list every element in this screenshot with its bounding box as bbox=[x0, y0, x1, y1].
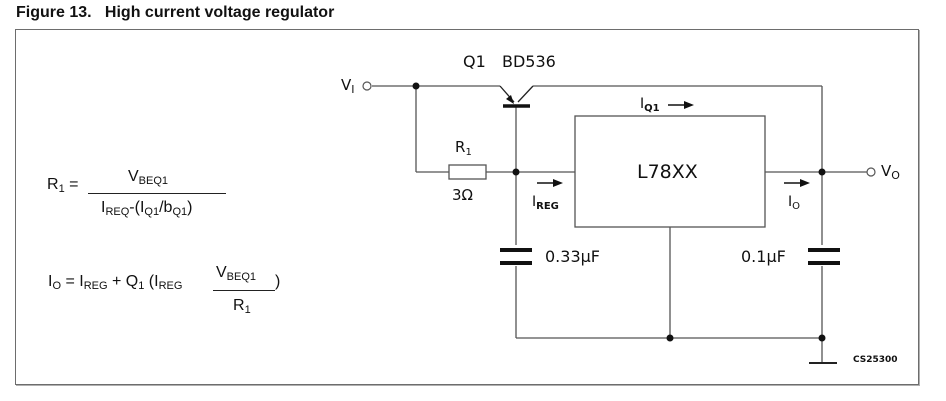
junction-dot bbox=[412, 82, 420, 90]
figure-code: CS25300 bbox=[853, 355, 898, 365]
ireg-subscript: REG bbox=[83, 280, 108, 292]
equation-io-numerator: VBEQ1 bbox=[216, 264, 256, 283]
denom-part: -(I bbox=[129, 199, 145, 216]
equation-io-denominator: R1 bbox=[233, 297, 251, 316]
denom-sub: REQ bbox=[105, 206, 130, 218]
r1-subscript: 1 bbox=[58, 183, 65, 195]
regulator-label: L78XX bbox=[637, 161, 698, 183]
eq-term: + Q bbox=[107, 273, 139, 290]
ireg-label: IREG bbox=[532, 194, 559, 212]
equation-r1-denominator: IREQ-(IQ1/bQ1) bbox=[101, 199, 192, 218]
capacitor-in bbox=[500, 248, 532, 265]
numerator-symbol: V bbox=[216, 264, 227, 281]
equation-io: IO = IREG + Q1 (IREG bbox=[48, 273, 182, 292]
numerator-subscript: BEQ1 bbox=[226, 271, 257, 283]
iq1-label: IQ1 bbox=[640, 96, 660, 114]
equals-sign: = bbox=[64, 176, 79, 193]
eq-term: = I bbox=[61, 273, 84, 290]
transistor-part: BD536 bbox=[502, 52, 556, 71]
resistor-value: 3Ω bbox=[452, 186, 473, 204]
eq-term: (I bbox=[144, 273, 159, 290]
junction-dot bbox=[818, 168, 826, 176]
arrow-iq1 bbox=[668, 101, 694, 109]
equation-r1-numerator: VBEQ1 bbox=[128, 168, 168, 187]
denom-sub: Q1 bbox=[144, 206, 160, 218]
numerator-symbol: V bbox=[128, 168, 139, 185]
equation-r1-lhs: R1 = bbox=[47, 176, 78, 195]
transistor-ref: Q1 bbox=[463, 52, 486, 71]
resistor-ref: R1 bbox=[455, 138, 472, 158]
close-paren: ) bbox=[275, 273, 281, 290]
io-symbol: I bbox=[48, 273, 53, 290]
figure-title: Figure 13. High current voltage regulato… bbox=[16, 4, 334, 22]
equation-io-close-paren: ) bbox=[275, 273, 280, 291]
capacitor-out bbox=[808, 248, 840, 265]
denom-part: I bbox=[101, 199, 106, 216]
figure-caption: High current voltage regulator bbox=[104, 4, 335, 21]
resistor-r1 bbox=[448, 164, 487, 180]
transistor-q1 bbox=[499, 85, 534, 108]
arrow-io bbox=[784, 179, 810, 187]
vout-label: VO bbox=[881, 162, 900, 182]
arrow-ireg bbox=[537, 179, 563, 187]
output-terminal bbox=[866, 167, 876, 177]
fraction-line bbox=[213, 290, 275, 291]
ireg-subscript: REG bbox=[158, 280, 183, 292]
figure-frame bbox=[15, 29, 919, 385]
numerator-subscript: BEQ1 bbox=[138, 175, 169, 187]
denom-part: ) bbox=[187, 199, 193, 216]
regulator-box bbox=[574, 115, 766, 228]
junction-dot bbox=[666, 334, 674, 342]
cap-in-value: 0.33µF bbox=[545, 247, 600, 266]
cap-out-value: 0.1µF bbox=[741, 247, 786, 266]
denominator-symbol: R bbox=[233, 297, 245, 314]
junction-dot bbox=[818, 334, 826, 342]
vin-label: VI bbox=[341, 76, 355, 96]
fraction-line bbox=[88, 193, 226, 194]
input-terminal bbox=[362, 81, 372, 91]
denom-sub: Q1 bbox=[172, 206, 188, 218]
junction-dot bbox=[512, 168, 520, 176]
figure-number: Figure 13. bbox=[16, 4, 92, 21]
q1-subscript: 1 bbox=[138, 280, 145, 292]
io-label: IO bbox=[788, 194, 800, 212]
io-subscript: O bbox=[52, 280, 62, 292]
denominator-subscript: 1 bbox=[244, 304, 251, 316]
r1-symbol: R bbox=[47, 176, 59, 193]
denom-part: /b bbox=[159, 199, 173, 216]
